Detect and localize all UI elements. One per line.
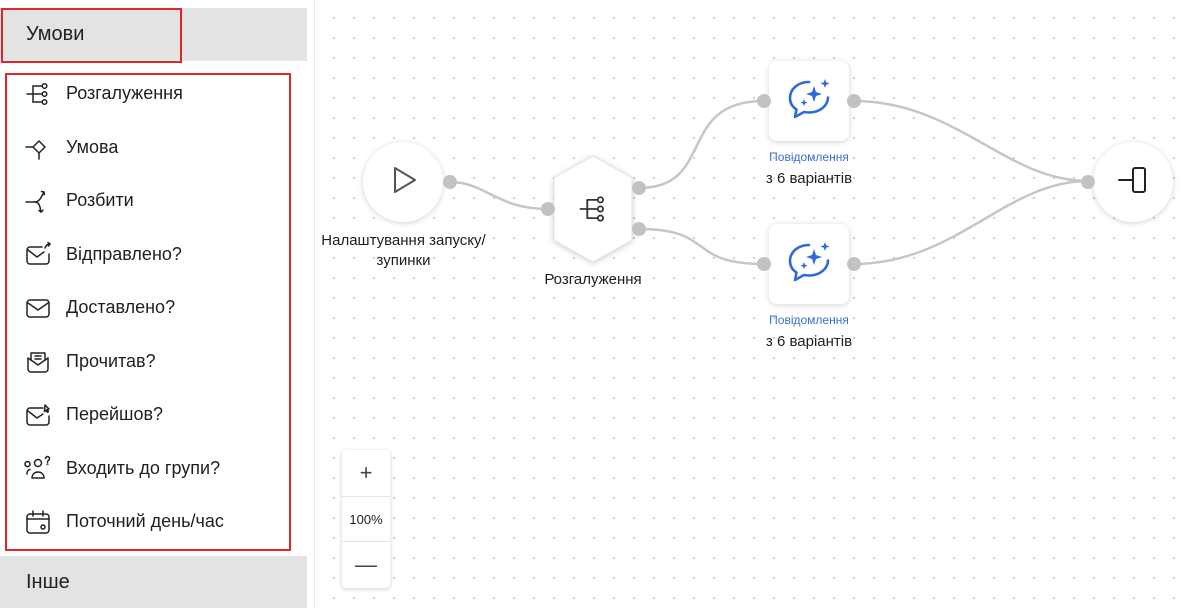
message-node-label: з 6 варіантів bbox=[765, 333, 853, 350]
sidebar-item-condition[interactable]: Умова bbox=[16, 121, 286, 175]
message-node-out-port[interactable] bbox=[847, 257, 861, 271]
branch-node-out-port-2[interactable] bbox=[632, 222, 646, 236]
sidebar-item-label: Прочитав? bbox=[66, 350, 156, 371]
sidebar-item-label: Розгалуження bbox=[66, 83, 183, 104]
sidebar-item-label: Розбити bbox=[66, 190, 134, 211]
read-mail-icon bbox=[16, 347, 52, 375]
sidebar-item-label: Доставлено? bbox=[66, 297, 176, 318]
section-header-other-label: Інше bbox=[26, 570, 70, 593]
sidebar-item-group[interactable]: Входить до групи? bbox=[16, 442, 286, 496]
ai-message-icon bbox=[783, 73, 835, 130]
sidebar-item-label: Перейшов? bbox=[66, 404, 164, 425]
sidebar-item-label: Входить до групи? bbox=[66, 457, 221, 478]
edge-branch-to-message-2 bbox=[638, 227, 765, 266]
section-header-conditions-label: Умови bbox=[26, 23, 85, 45]
message-node-in-port[interactable] bbox=[757, 257, 771, 271]
split-icon bbox=[16, 187, 52, 215]
start-node[interactable] bbox=[363, 142, 443, 222]
message-node-in-port[interactable] bbox=[757, 94, 771, 108]
sidebar: Умови Розгалуження Умова bbox=[0, 0, 315, 608]
group-icon bbox=[16, 454, 52, 482]
edge-message-2-to-end bbox=[853, 179, 1089, 266]
calendar-clock-icon bbox=[16, 508, 52, 536]
condition-icon bbox=[16, 133, 52, 161]
zoom-control: + 100% — bbox=[342, 450, 390, 588]
branch-icon bbox=[577, 193, 609, 230]
edge-start-to-branch bbox=[449, 180, 549, 211]
start-node-label: Налаштування запуску/зупинки bbox=[321, 232, 486, 269]
play-icon bbox=[386, 163, 420, 202]
sidebar-item-sent[interactable]: Відправлено? bbox=[16, 228, 286, 282]
conditions-list: Розгалуження Умова Розбити bbox=[16, 67, 286, 549]
exit-icon bbox=[1115, 162, 1151, 203]
zoom-in-button[interactable]: + bbox=[359, 460, 373, 485]
branch-node-out-port-1[interactable] bbox=[632, 181, 646, 195]
branch-icon bbox=[16, 80, 52, 108]
section-header-conditions[interactable]: Умови bbox=[0, 8, 307, 61]
message-node-label: з 6 варіантів bbox=[765, 170, 853, 187]
message-node-out-port[interactable] bbox=[847, 94, 861, 108]
sent-mail-icon bbox=[16, 240, 52, 268]
message-node[interactable] bbox=[769, 224, 849, 304]
message-node[interactable] bbox=[769, 61, 849, 141]
sidebar-item-label: Відправлено? bbox=[66, 243, 182, 264]
branch-node[interactable] bbox=[548, 154, 638, 264]
edge-branch-to-message-1 bbox=[638, 99, 765, 190]
delivered-mail-icon bbox=[16, 294, 52, 322]
ai-message-icon bbox=[783, 236, 835, 293]
edges bbox=[449, 99, 1089, 266]
end-node-in-port[interactable] bbox=[1081, 175, 1095, 189]
sidebar-item-split[interactable]: Розбити bbox=[16, 174, 286, 228]
zoom-level: 100% bbox=[342, 496, 390, 542]
start-node-out-port[interactable] bbox=[443, 175, 457, 189]
zoom-out-button[interactable]: — bbox=[355, 552, 377, 577]
sidebar-item-clicked[interactable]: Перейшов? bbox=[16, 388, 286, 442]
sidebar-item-delivered[interactable]: Доставлено? bbox=[16, 281, 286, 335]
clicked-mail-icon bbox=[16, 401, 52, 429]
branch-node-label: Розгалуження bbox=[544, 271, 642, 288]
branch-node-in-port[interactable] bbox=[541, 202, 555, 216]
workflow-canvas[interactable]: Налаштування запуску/зупинки Розгалуженн… bbox=[316, 0, 1190, 608]
edge-message-1-to-end bbox=[853, 99, 1089, 183]
sidebar-item-label: Поточний день/час bbox=[66, 511, 224, 532]
sidebar-item-label: Умова bbox=[66, 136, 119, 157]
sidebar-item-current-day-time[interactable]: Поточний день/час bbox=[16, 495, 286, 549]
sidebar-item-read[interactable]: Прочитав? bbox=[16, 335, 286, 389]
end-node[interactable] bbox=[1093, 142, 1173, 222]
message-node-sublabel: Повідомлення bbox=[769, 313, 849, 327]
sidebar-item-branch[interactable]: Розгалуження bbox=[16, 67, 286, 121]
message-node-sublabel: Повідомлення bbox=[769, 150, 849, 164]
section-header-other[interactable]: Інше bbox=[0, 556, 307, 608]
